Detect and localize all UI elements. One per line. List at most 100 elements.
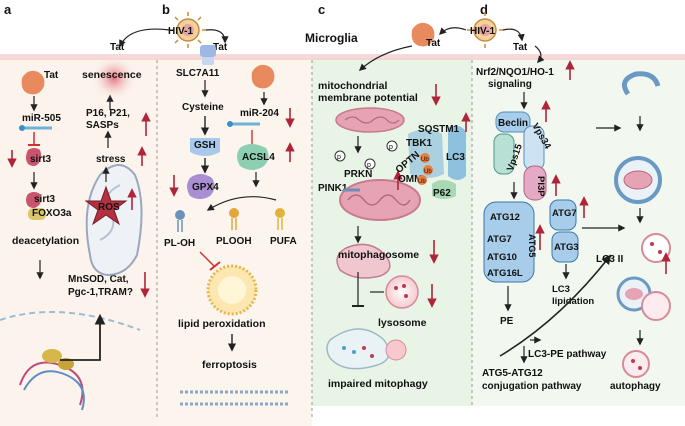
d-lyso-dot-4 xyxy=(638,366,642,370)
lc3-lipidation-line1: LC3 xyxy=(552,284,570,295)
tat-label-c: Tat xyxy=(426,38,441,49)
ub-label-2: Ub xyxy=(424,169,432,175)
a-arrow-dna-to-mnsod xyxy=(60,313,106,361)
d-lyso-dot-2 xyxy=(658,250,662,254)
ros-star-icon xyxy=(84,185,128,226)
sqstm1-label: SQSTM1 xyxy=(418,124,460,135)
tbk1-label: TBK1 xyxy=(406,138,433,149)
sirt3-top-label: sirt3 xyxy=(30,154,52,165)
panel-letter-d: d xyxy=(480,2,488,17)
foxo3a-label: FOXO3a xyxy=(32,208,72,219)
foxo3a-protein-icon xyxy=(28,208,46,220)
gpx4-protein-icon xyxy=(187,174,215,199)
plooh-label: PLOOH xyxy=(216,236,252,247)
microglia-label: Microglia xyxy=(305,31,358,45)
lc3ii-label: LC3 II xyxy=(596,254,623,265)
arrow-hiv-to-tat-b xyxy=(205,29,229,44)
impaired-mitophagy-icon xyxy=(326,328,407,370)
cell-membrane-band xyxy=(0,54,685,60)
p-label-1: p xyxy=(337,154,341,161)
hiv-virus-icon xyxy=(170,12,206,48)
atg16l-label: ATG16L xyxy=(487,268,523,279)
pink1-label: PINK1 xyxy=(318,183,348,194)
pi3p-label: PI3P xyxy=(535,176,546,197)
a-tat-label: Tat xyxy=(44,70,59,81)
beclin-protein-icon xyxy=(495,111,531,133)
pi3p-protein-icon xyxy=(523,165,547,201)
pe-label: PE xyxy=(500,316,514,327)
tat-label-d: Tat xyxy=(513,42,528,53)
atg-conj-line1: ATG5-ATG12 xyxy=(482,368,543,379)
panel-letter-b: b xyxy=(162,2,170,17)
membrane-icon xyxy=(180,390,290,406)
lc3-lipidation-line2: lipidation xyxy=(552,296,594,307)
omm-label: OMM xyxy=(398,174,422,185)
lysosome-dot-2 xyxy=(404,294,408,298)
tat-protein-icon xyxy=(21,70,45,95)
ubiquitin-icon xyxy=(417,153,433,185)
arrow-tat-to-c xyxy=(358,45,413,71)
atg5-label: ATG5 xyxy=(527,234,537,257)
ub-label-1: Ub xyxy=(421,157,429,163)
p62-protein-icon xyxy=(432,180,456,199)
arrow-hiv-to-tat-a xyxy=(119,28,171,48)
cysteine-label: Cysteine xyxy=(182,102,224,113)
atg3-protein-icon xyxy=(551,231,579,263)
ploh-label: PL-OH xyxy=(164,238,195,249)
autophagy-label: autophagy xyxy=(610,381,661,392)
nucleus-icon xyxy=(0,311,141,331)
arrow-tat-to-d xyxy=(534,45,545,64)
atg-complex-icon xyxy=(483,201,535,283)
ub-label-3: Ub xyxy=(418,179,426,185)
mir505-label: miR-505 xyxy=(22,113,61,124)
mmp-label-line2: membrane potential xyxy=(318,92,418,104)
hiv-virus-icon xyxy=(467,12,503,48)
ros-label: ROS xyxy=(98,202,120,213)
b-inhibit-line-2 xyxy=(199,251,215,267)
sirt3-bottom-label: sirt3 xyxy=(34,194,56,205)
lysosome-label: lysosome xyxy=(378,317,427,329)
dna-icon xyxy=(19,349,85,411)
senescence-glow xyxy=(92,56,136,100)
mir204-label: miR-204 xyxy=(240,108,279,119)
sirt3-protein-icon xyxy=(26,192,42,208)
lc3pe-label: LC3-PE pathway xyxy=(528,349,607,360)
ferroptosis-label: ferroptosis xyxy=(202,359,257,371)
hiv-label-d: HIV-1 xyxy=(470,26,495,37)
tat-label-a: Tat xyxy=(110,42,125,53)
lysosome-icon xyxy=(622,350,650,378)
panel-letter-a: a xyxy=(4,2,12,17)
lipid-peroxidation-label: lipid peroxidation xyxy=(178,318,266,330)
b-inhibit-bar-2 xyxy=(209,261,221,271)
senescence-label: senescence xyxy=(82,69,142,81)
tat-protein-icon xyxy=(411,22,435,47)
vps15-protein-icon xyxy=(493,133,515,175)
atg7-protein-icon xyxy=(549,199,577,231)
acsl4-protein-icon xyxy=(237,144,269,170)
mirna-icon xyxy=(19,125,52,131)
beclin-label: Beclin xyxy=(498,118,528,129)
arrow-hiv-to-tat-c xyxy=(438,27,467,36)
atg3-label: ATG3 xyxy=(554,242,579,253)
gsh-label: GSH xyxy=(194,140,216,151)
mirna-icon xyxy=(227,121,260,127)
lysosome-icon xyxy=(385,275,419,309)
p-label-3: p xyxy=(389,144,393,151)
tat-label-b: Tat xyxy=(213,42,228,53)
lc3-label-c: LC3 xyxy=(446,152,465,163)
slc7a11-label: SLC7A11 xyxy=(176,68,220,79)
deacetylation-label: deacetylation xyxy=(12,235,79,247)
phospho-icon xyxy=(364,158,376,170)
mitochondrion-icon xyxy=(335,107,405,133)
slc7a11-transporter-icon xyxy=(200,45,216,65)
hiv-label-b: HIV-1 xyxy=(168,26,193,37)
mnsod-label-line2: Pgc-1,TRAM? xyxy=(68,287,133,298)
lipid-vesicle-icon xyxy=(206,264,258,316)
phospholipid-icon xyxy=(275,208,285,230)
p16-label-line1: P16, P21, xyxy=(86,108,130,119)
acsl4-label: ACSL4 xyxy=(242,152,275,163)
d-lyso-dot-1 xyxy=(650,242,654,246)
d-arrow-pe-to-lc3ii xyxy=(499,254,612,357)
